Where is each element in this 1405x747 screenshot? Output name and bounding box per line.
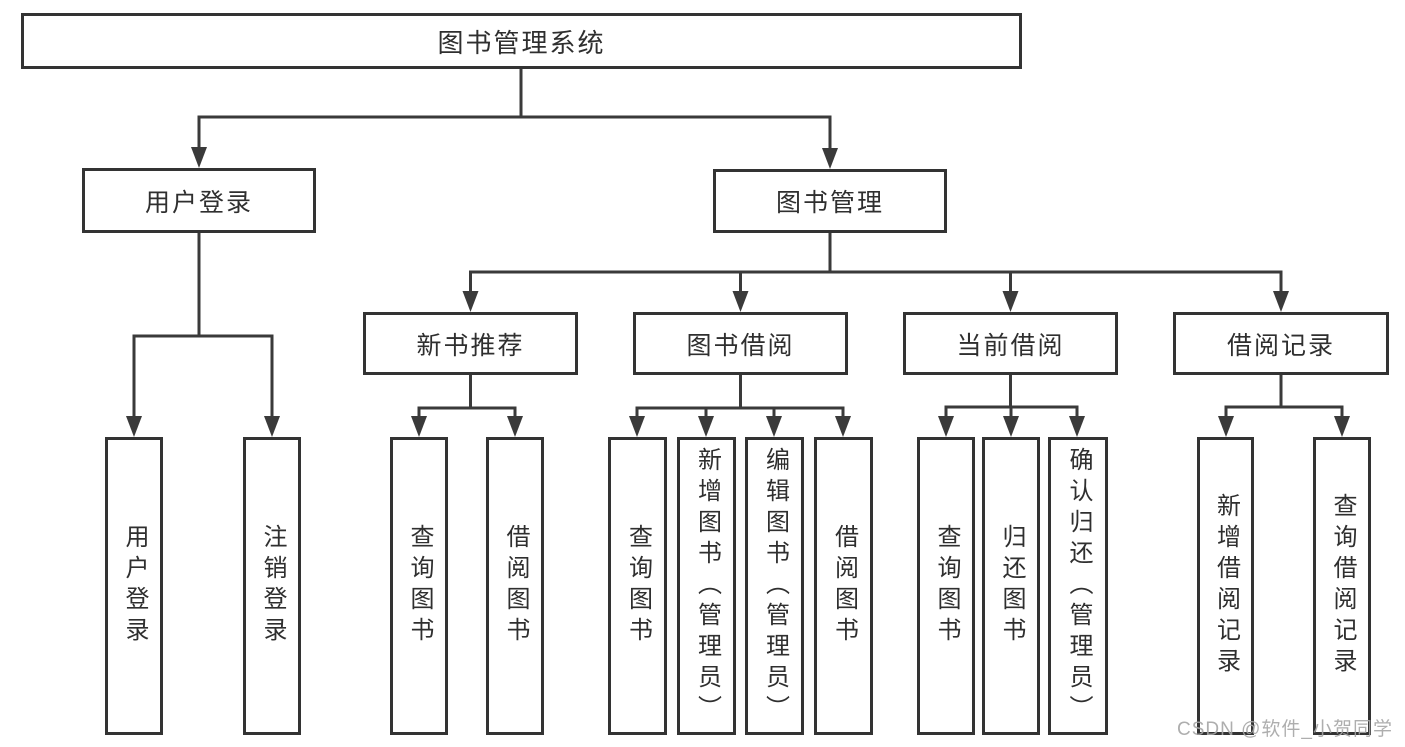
leaf-add-borrow-record: 新增借阅记录 [1197, 437, 1254, 735]
leaf-return-books: 归还图书 [982, 437, 1040, 735]
leaf-query-borrow-record: 查询借阅记录 [1313, 437, 1371, 735]
leaf-borrow-books: 借阅图书 [814, 437, 873, 735]
node-borrowing-records: 借阅记录 [1173, 312, 1389, 375]
leaf-user-login: 用户登录 [105, 437, 163, 735]
node-current-borrowing: 当前借阅 [903, 312, 1118, 375]
node-library-management-system: 图书管理系统 [21, 13, 1022, 69]
node-new-book-recommendation: 新书推荐 [363, 312, 578, 375]
leaf-query-books-recommend: 查询图书 [390, 437, 448, 735]
leaf-edit-books-admin: 编辑图书（管理员） [745, 437, 804, 735]
leaf-logout: 注销登录 [243, 437, 301, 735]
node-user-login: 用户登录 [82, 168, 316, 233]
leaf-confirm-return-admin: 确认归还（管理员） [1048, 437, 1108, 735]
node-book-borrowing: 图书借阅 [633, 312, 848, 375]
leaf-borrow-books-recommend: 借阅图书 [486, 437, 544, 735]
leaf-add-books-admin: 新增图书（管理员） [677, 437, 736, 735]
leaf-query-books-current: 查询图书 [917, 437, 975, 735]
node-book-management: 图书管理 [713, 169, 947, 233]
csdn-watermark: CSDN @软件_小贺同学 [1177, 719, 1393, 740]
leaf-query-books-borrowing: 查询图书 [608, 437, 667, 735]
